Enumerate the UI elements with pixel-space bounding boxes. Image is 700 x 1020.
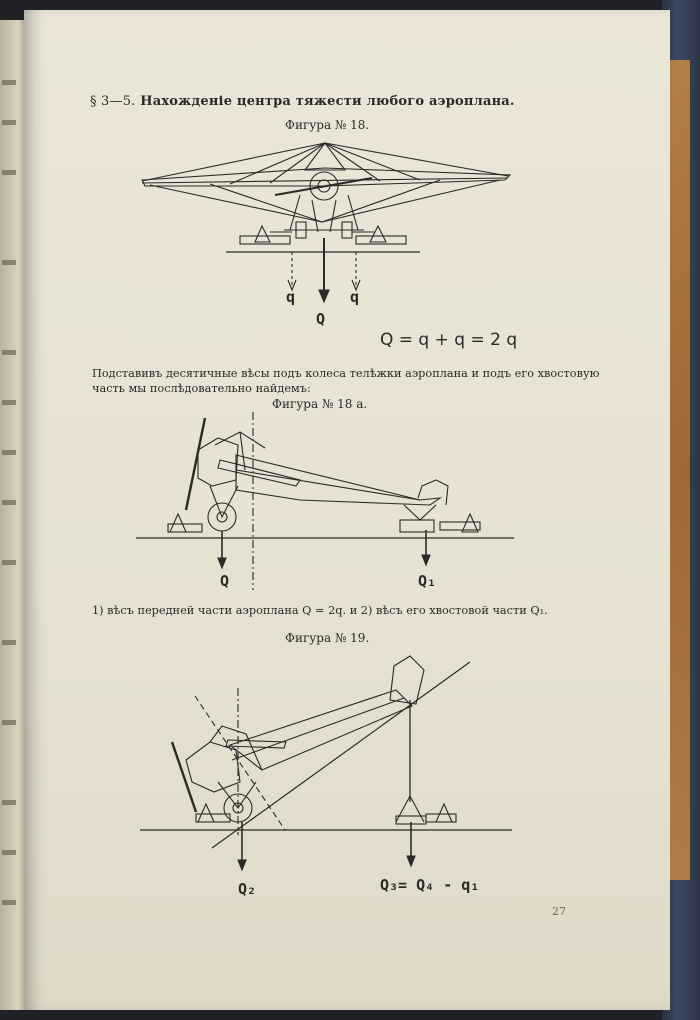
figure-18-caption: Фигура № 18. <box>285 118 370 132</box>
fig18a-label-Q1: Q₁ <box>418 572 437 590</box>
weights-caption: 1) вѣсъ передней части аэроплана Q = 2q.… <box>92 604 548 617</box>
figure-19-caption: Фигура № 19. <box>285 631 370 645</box>
section-number: § 3—5. <box>90 94 136 109</box>
section-title: Нахожденіе центра тяжести любого аэропла… <box>140 94 515 109</box>
fig18-label-q-left: q <box>286 288 296 306</box>
book-page <box>24 10 670 1010</box>
fig18-label-Q: Q <box>316 310 326 328</box>
figure-18a-caption: Фигура № 18 а. <box>272 397 368 411</box>
page-number: 27 <box>552 905 566 918</box>
spine-edge <box>668 60 690 880</box>
paragraph-line-2: часть мы послѣдовательно найдемъ: <box>92 382 311 395</box>
section-heading: § 3—5. Нахожденіе центра тяжести любого … <box>90 94 515 109</box>
fig18-formula: Q = q + q = 2 q <box>380 330 518 350</box>
paragraph-line-1: Подставивъ десятичные вѣсы подъ колеса т… <box>92 367 600 380</box>
fig18-label-q-right: q <box>350 288 360 306</box>
fig19-label-Q2: Q₂ <box>238 880 257 898</box>
left-page-edge <box>0 20 26 1010</box>
fig19-label-Q3: Q₃= Q₄ - q₁ <box>380 876 480 894</box>
fig18a-label-Q: Q <box>220 572 230 590</box>
